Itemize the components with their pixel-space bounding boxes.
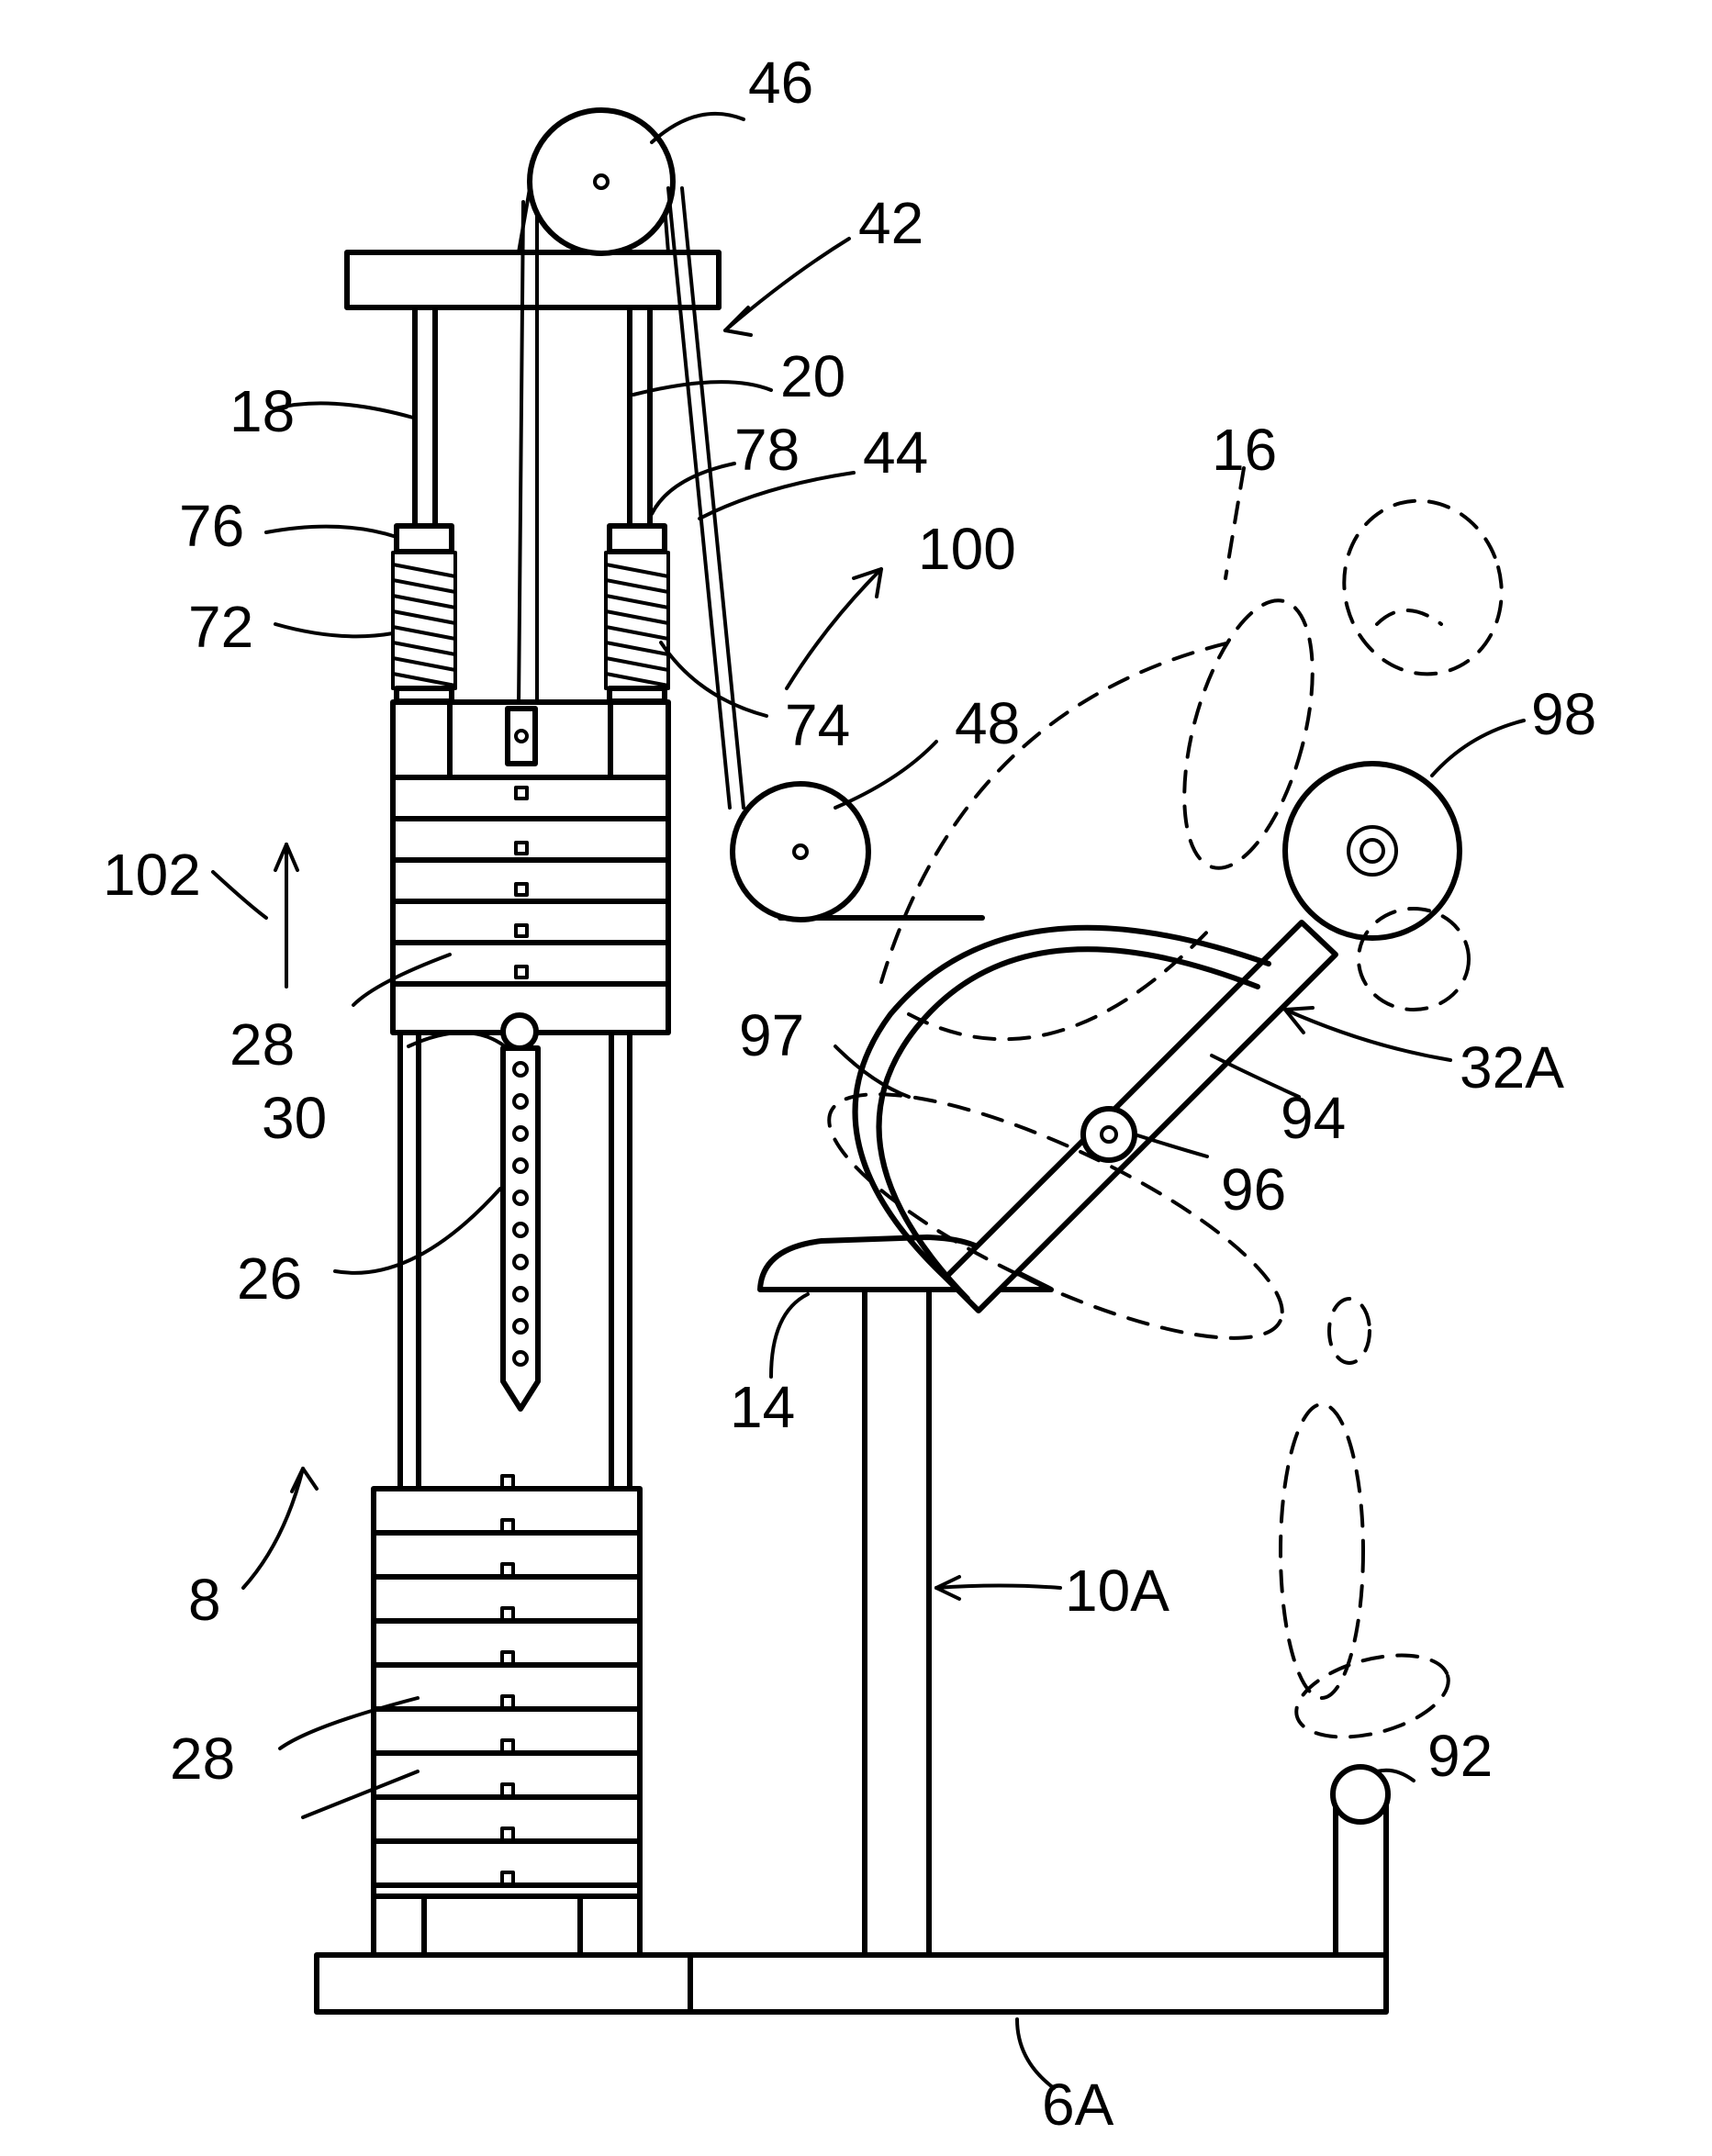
frame-top-bar: [347, 252, 719, 307]
label-18: 18: [229, 378, 295, 444]
base-6a: [317, 1955, 1386, 2012]
label-16: 16: [1212, 417, 1277, 483]
label-78: 78: [734, 417, 800, 483]
label-98: 98: [1531, 681, 1596, 747]
label-32a: 32A: [1460, 1034, 1564, 1100]
lever-arm-32a: [856, 922, 1336, 1311]
label-94: 94: [1281, 1085, 1346, 1151]
spring-72: [393, 553, 455, 688]
label-48: 48: [955, 690, 1020, 756]
selector-pin-30: [503, 1015, 536, 1048]
label-26: 26: [237, 1246, 302, 1312]
spring-74: [606, 553, 668, 688]
top-pulley-46: [519, 110, 673, 253]
label-96: 96: [1221, 1156, 1286, 1223]
label-28-lower: 28: [170, 1726, 235, 1792]
label-102: 102: [103, 842, 201, 908]
label-42: 42: [858, 190, 923, 256]
collar-76: [397, 526, 452, 552]
weight-stack-lower-28: [374, 1476, 640, 1955]
post-92: [1333, 1767, 1388, 1955]
label-10a: 10A: [1065, 1558, 1169, 1624]
spring-seat-right: [610, 688, 665, 701]
collar-78: [610, 526, 665, 552]
selector-bar-26: [503, 1048, 538, 1409]
guide-rod-20: [630, 307, 650, 523]
label-14: 14: [730, 1374, 795, 1440]
seat-post-10a: [865, 1290, 929, 1955]
label-97: 97: [739, 1002, 804, 1068]
lower-pulley-48: [733, 784, 868, 920]
weight-stack-upper-28: [393, 702, 668, 1033]
guide-rod-18: [415, 307, 435, 523]
label-8: 8: [188, 1567, 221, 1633]
pivot-96: [1083, 1109, 1135, 1160]
roller-pad-98: [1285, 764, 1460, 938]
label-6a: 6A: [1042, 2072, 1114, 2138]
label-72: 72: [188, 594, 253, 660]
label-92: 92: [1427, 1723, 1493, 1789]
label-44: 44: [863, 419, 928, 486]
label-76: 76: [179, 493, 244, 559]
spring-seat-left: [397, 688, 452, 701]
label-28-upper: 28: [229, 1011, 295, 1078]
label-100: 100: [918, 516, 1016, 582]
label-20: 20: [780, 343, 845, 409]
label-46: 46: [748, 50, 813, 116]
label-30: 30: [262, 1085, 327, 1151]
label-74: 74: [785, 692, 850, 758]
